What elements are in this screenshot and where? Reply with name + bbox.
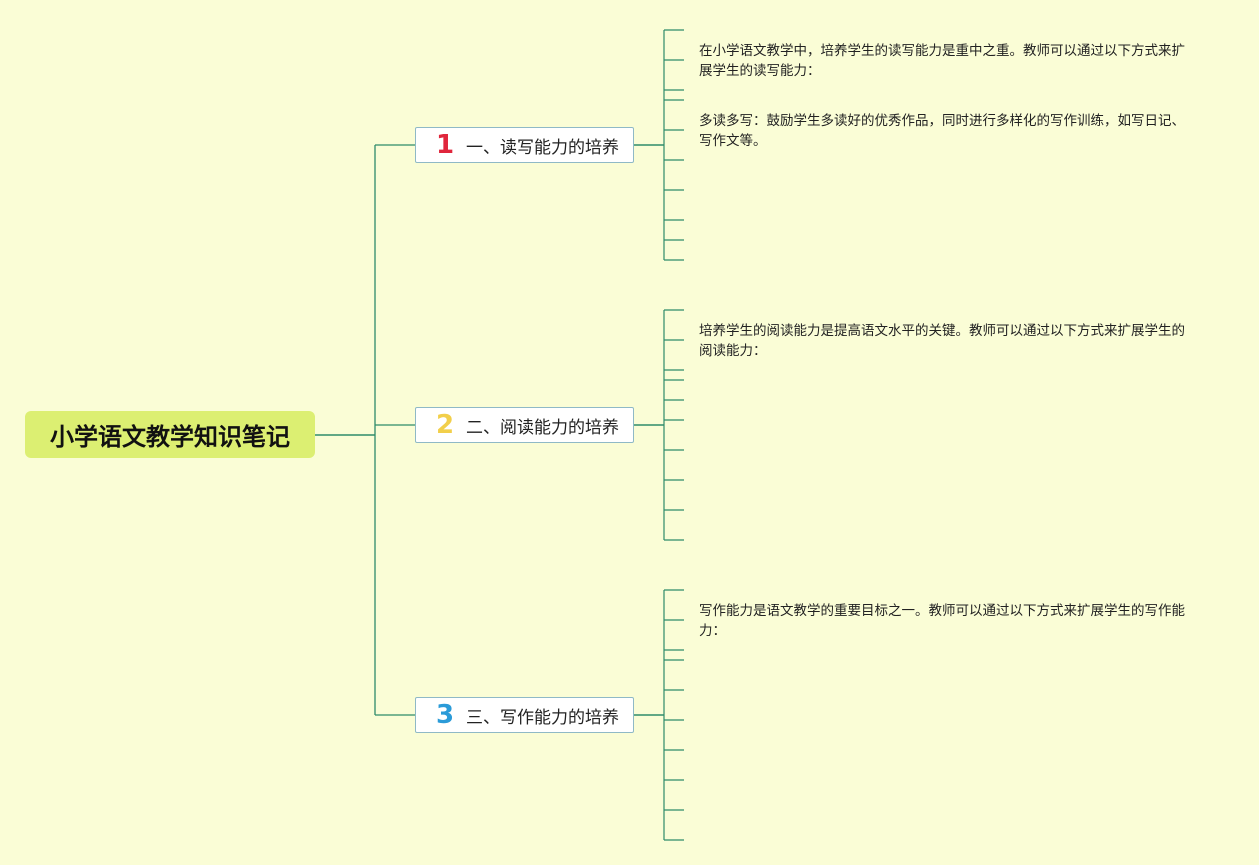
- topic-label: 一、读写能力的培养: [466, 137, 619, 158]
- topic-writing[interactable]: 3 三、写作能力的培养: [415, 697, 634, 733]
- root-title: 小学语文教学知识笔记: [50, 423, 290, 451]
- topic-reading-writing[interactable]: 1 一、读写能力的培养: [415, 127, 634, 163]
- number-3-icon: 3: [435, 700, 455, 730]
- topic-label: 二、阅读能力的培养: [466, 417, 619, 438]
- subtopic-note[interactable]: 培养学生的阅读能力是提高语文水平的关键。教师可以通过以下方式来扩展学生的阅读能力…: [699, 323, 1185, 359]
- topic-reading[interactable]: 2 二、阅读能力的培养: [415, 407, 634, 443]
- subtopic-note[interactable]: 写作能力是语文教学的重要目标之一。教师可以通过以下方式来扩展学生的写作能力：: [699, 603, 1185, 639]
- subtopic-note[interactable]: 多读多写：鼓励学生多读好的优秀作品，同时进行多样化的写作训练，如写日记、写作文等…: [699, 113, 1185, 149]
- root-topic[interactable]: 小学语文教学知识笔记: [25, 411, 315, 458]
- number-2-icon: 2: [435, 410, 455, 440]
- topic-label: 三、写作能力的培养: [466, 707, 619, 728]
- number-1-icon: 1: [435, 130, 455, 160]
- subtopic-note[interactable]: 在小学语文教学中，培养学生的读写能力是重中之重。教师可以通过以下方式来扩展学生的…: [699, 43, 1185, 79]
